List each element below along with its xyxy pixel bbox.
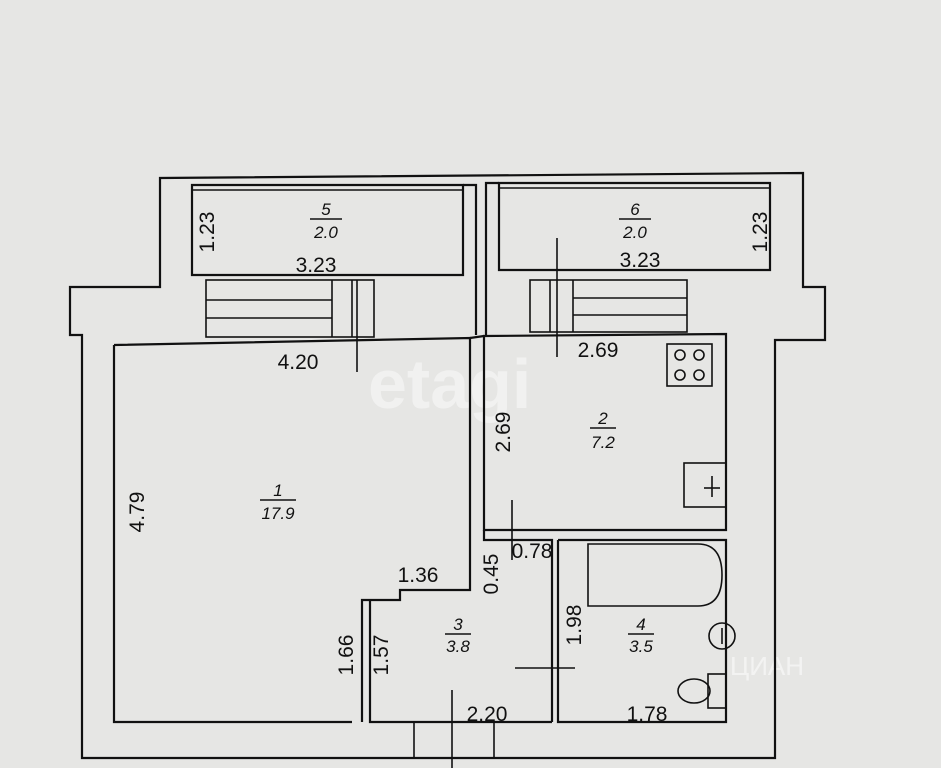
dim-hall-inner: 1.57 xyxy=(370,635,393,676)
room-4-number: 4 xyxy=(636,615,645,634)
room-4-area: 3.5 xyxy=(629,637,653,656)
room-2-label: 2 7.2 xyxy=(590,409,616,452)
dimension-lines xyxy=(356,238,575,768)
window-right xyxy=(529,279,688,333)
watermark-etagi: etagi xyxy=(368,345,531,423)
outer-walls xyxy=(68,171,827,760)
dim-hall-step: 1.36 xyxy=(398,564,439,587)
room-4-label: 4 3.5 xyxy=(628,615,654,656)
room-1-area: 17.9 xyxy=(261,504,295,523)
balcony-divider-wall xyxy=(463,181,499,335)
room-1-number: 1 xyxy=(273,481,282,500)
watermark-cian: ЦИАН xyxy=(730,651,804,681)
room-1-label: 1 17.9 xyxy=(260,481,296,523)
washbasin-icon xyxy=(708,622,736,650)
dim-bath-width: 1.78 xyxy=(627,703,668,726)
room-5-area: 2.0 xyxy=(313,223,338,242)
dim-kitchen-height: 2.69 xyxy=(492,412,515,453)
room-6-label: 6 2.0 xyxy=(619,200,651,242)
dim-hall-door: 0.78 xyxy=(512,540,553,563)
stove-icon xyxy=(666,343,713,387)
room-6-area: 2.0 xyxy=(622,223,647,242)
room-3-area: 3.8 xyxy=(446,637,470,656)
dim-room-1-height: 4.79 xyxy=(126,492,149,533)
dim-hall-outer: 1.66 xyxy=(335,635,358,676)
dim-hall-gap: 0.45 xyxy=(480,554,503,595)
balcony-left xyxy=(190,183,465,277)
dim-balcony-right-height: 1.23 xyxy=(749,212,772,253)
bathtub-icon xyxy=(587,543,723,607)
room-5-label: 5 2.0 xyxy=(310,200,342,242)
room-3-label: 3 3.8 xyxy=(445,615,471,656)
kitchen-sink-icon xyxy=(683,462,727,508)
room-2-area: 7.2 xyxy=(591,433,615,452)
toilet-icon xyxy=(677,673,727,709)
room-3-4-walls xyxy=(368,334,728,724)
dim-balcony-left-height: 1.23 xyxy=(196,212,219,253)
dim-hall-width: 2.20 xyxy=(467,703,508,726)
dim-kitchen-width: 2.69 xyxy=(578,339,619,362)
balcony-right xyxy=(497,181,772,272)
room-6-number: 6 xyxy=(630,200,640,219)
room-2-walls xyxy=(482,332,728,532)
room-2-number: 2 xyxy=(597,409,608,428)
dim-balcony-right-width: 3.23 xyxy=(620,249,661,272)
dim-room-1-width: 4.20 xyxy=(278,351,319,374)
room-5-number: 5 xyxy=(321,200,331,219)
dim-bath-height: 1.98 xyxy=(563,605,586,646)
dim-balcony-left-width: 3.23 xyxy=(296,254,337,277)
window-left xyxy=(205,279,375,338)
room-3-number: 3 xyxy=(453,615,463,634)
